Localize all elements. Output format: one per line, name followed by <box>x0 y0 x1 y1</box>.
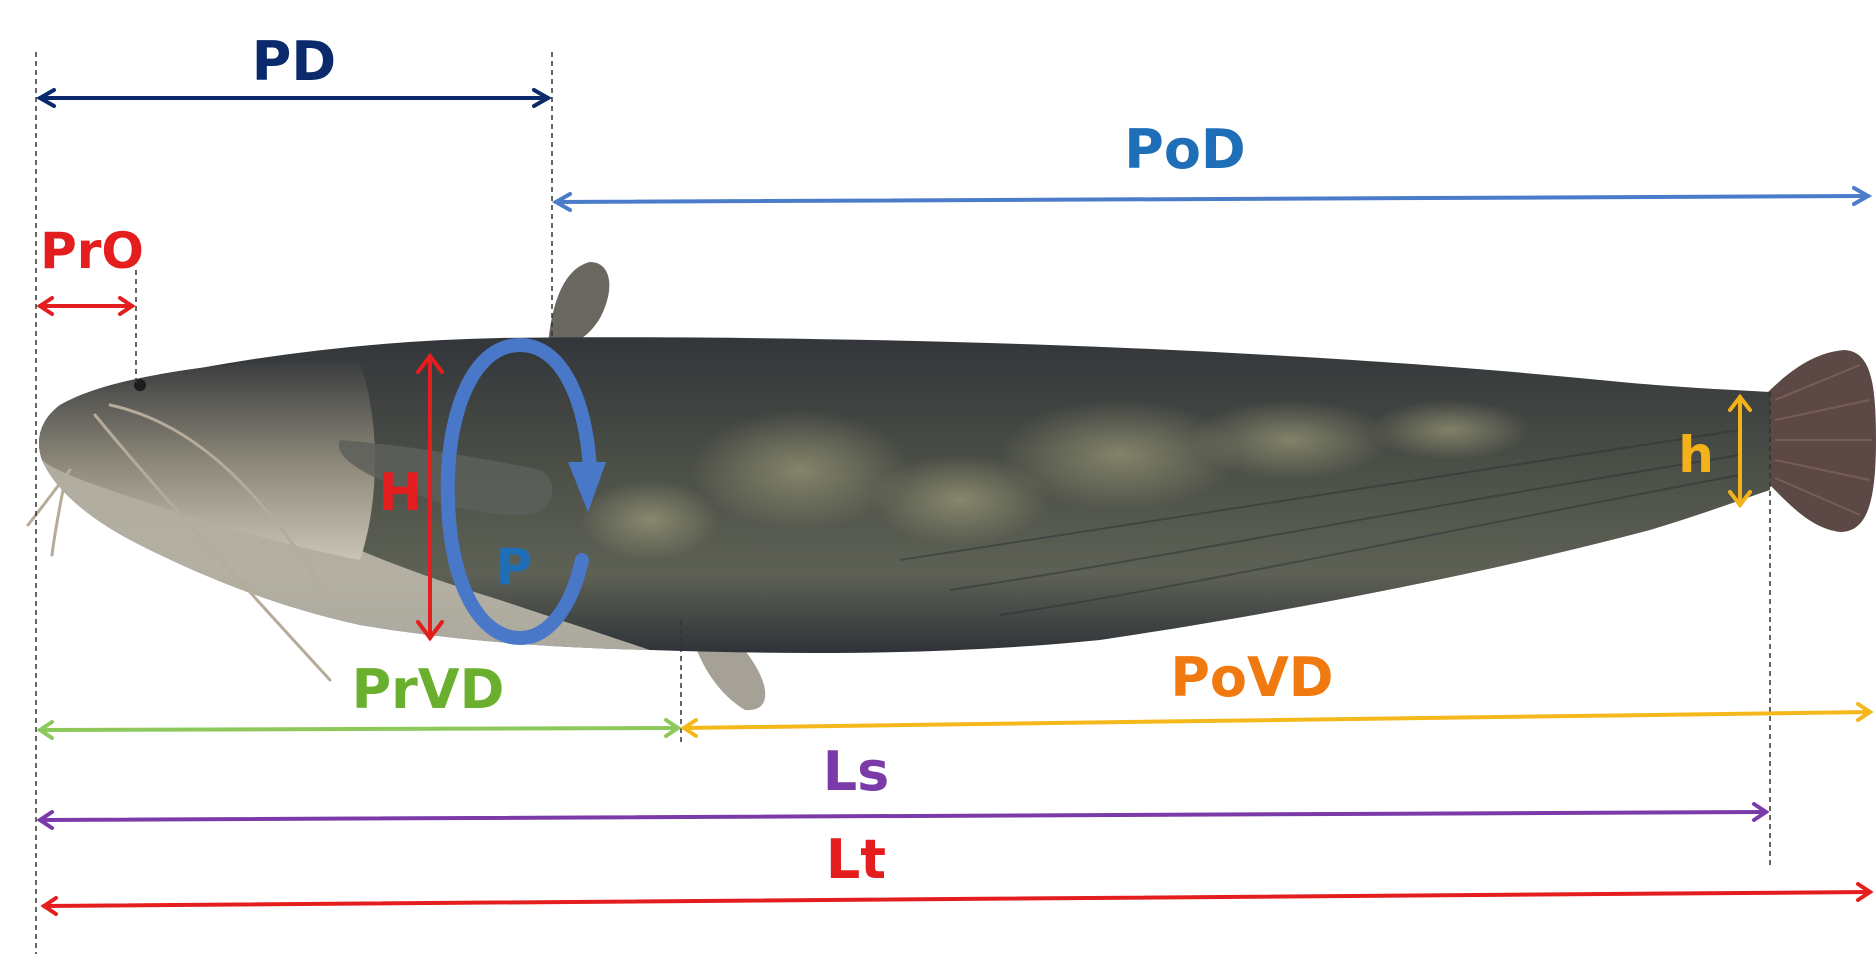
prvd-label: PrVD <box>352 658 505 721</box>
ls-arrow <box>40 804 1766 828</box>
pod-arrow <box>556 188 1868 210</box>
povd-label: PoVD <box>1170 646 1333 709</box>
lt-label: Lt <box>826 828 886 891</box>
body-height-label: H <box>378 463 422 523</box>
pro-arrow <box>40 298 132 314</box>
catfish-image <box>28 262 1876 710</box>
girth-label: P <box>496 538 533 596</box>
pod-label: PoD <box>1124 118 1246 181</box>
ls-label: Ls <box>823 740 890 803</box>
dorsal-fin <box>548 262 609 348</box>
pd-label: PD <box>252 30 336 93</box>
prvd-arrow <box>40 720 678 738</box>
lt-arrow <box>44 884 1870 914</box>
pro-label: PrO <box>40 222 144 280</box>
peduncle-height-label: h <box>1678 426 1714 484</box>
